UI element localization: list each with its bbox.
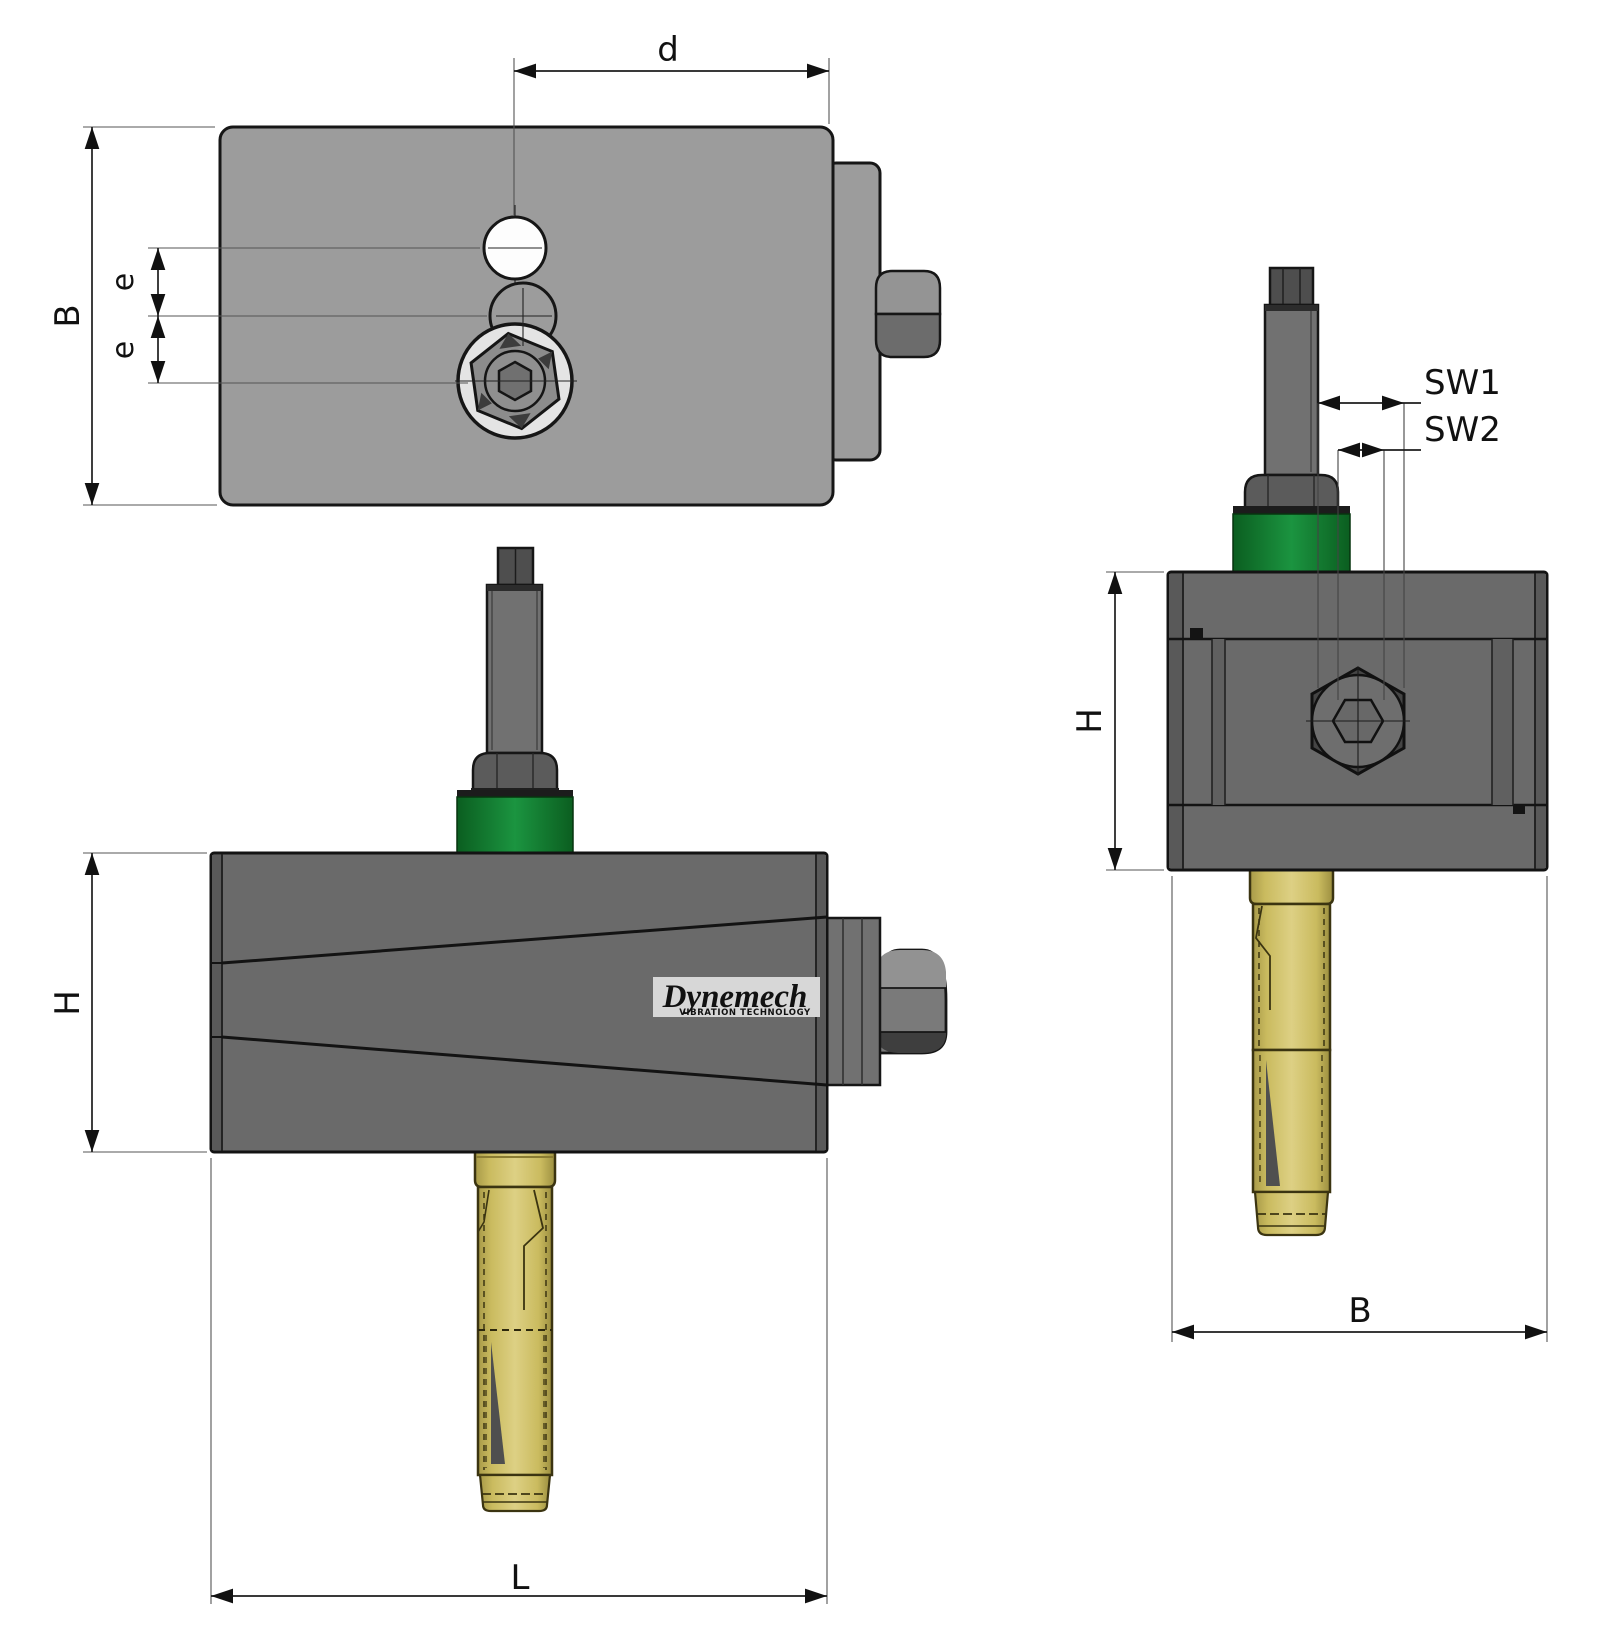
dim-e2-label: e	[106, 341, 141, 359]
levelling-stud	[1263, 303, 1320, 477]
elastomer-pad	[456, 796, 574, 854]
expansion-slot	[1255, 905, 1271, 1010]
anchor-sleeve	[1251, 902, 1332, 1052]
thread-band	[487, 585, 542, 591]
stud-hex-nut	[471, 751, 559, 792]
anchor-lower-sleeve	[1251, 1048, 1332, 1194]
expansion-slot	[523, 1189, 544, 1310]
side-nut-top-facet	[876, 950, 946, 988]
keyway-notch	[1513, 805, 1525, 814]
right-groove	[1492, 639, 1513, 805]
hex-corner-shadow	[477, 392, 492, 411]
wedge-slot-shadow	[491, 1342, 505, 1464]
expansion-slot	[477, 1189, 490, 1233]
body-right-band	[817, 855, 826, 1150]
body-right-band	[1535, 574, 1546, 868]
top-view	[218, 125, 942, 507]
anchor-bolt-front	[473, 1150, 557, 1513]
top-view-nut-upper-half	[874, 269, 942, 316]
dim-H-label: H	[48, 990, 88, 1016]
side-plate	[822, 916, 882, 1087]
wedge-slot-shadow	[1266, 1060, 1280, 1186]
dim-SW2-label: SW2	[1424, 410, 1501, 450]
top-view-dimensions: d B e e	[48, 30, 830, 506]
anchor-tip	[478, 1473, 552, 1513]
dim-H-side-label: H	[1070, 708, 1110, 734]
body-left-band	[212, 855, 222, 1150]
stud-square-head	[1268, 266, 1315, 307]
wedge-line-lower	[221, 1035, 828, 1087]
left-groove	[1212, 639, 1225, 805]
anchor-collar	[1248, 868, 1335, 906]
hex-corner-shadow	[499, 333, 522, 349]
side-nut-bottom-facet	[876, 1032, 946, 1053]
hex-corner-shadow	[538, 351, 553, 370]
dim-B-label: B	[48, 304, 88, 327]
top-view-nut-lower-half	[874, 312, 942, 359]
dim-SW1-label: SW1	[1424, 363, 1501, 403]
logo-title: Dynemech	[662, 979, 808, 1015]
elastomer-pad	[1232, 513, 1351, 573]
wedge-line-upper	[221, 915, 828, 965]
side-view	[1166, 266, 1549, 1237]
front-view-dimensions: H L	[48, 852, 828, 1604]
dim-e1-label: e	[106, 273, 141, 291]
pad-serration	[1233, 506, 1350, 515]
dim-B-side-label: B	[1348, 1291, 1371, 1331]
front-view: Dynemech VIBRATION TECHNOLOGY	[209, 546, 948, 1513]
side-view-dimensions: SW1 SW2 H B	[1070, 363, 1548, 1342]
side-nut-facet-lines	[876, 987, 946, 1033]
hex-corner-shadow	[508, 413, 531, 429]
dim-d-label: d	[657, 30, 679, 70]
logo-plate	[653, 977, 820, 1017]
dim-L-label: L	[511, 1558, 530, 1598]
pad-serration	[457, 790, 573, 798]
keyway-notch	[1190, 628, 1203, 639]
anchor-bolt-side	[1248, 868, 1335, 1237]
thread-band	[1265, 305, 1318, 311]
levelling-stud	[485, 583, 544, 755]
stud-hex-nut	[1243, 473, 1340, 513]
logo-subtitle: VIBRATION TECHNOLOGY	[679, 1008, 811, 1018]
body-left-band	[1169, 574, 1183, 868]
